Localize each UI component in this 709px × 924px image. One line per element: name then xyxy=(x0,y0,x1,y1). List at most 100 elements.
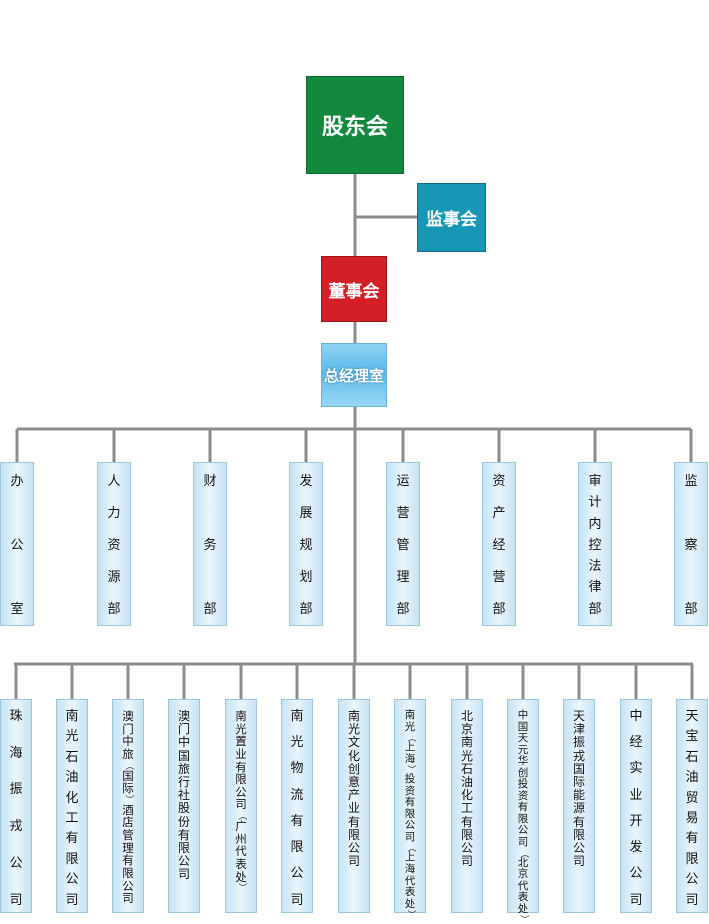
dept-label-char: 公 xyxy=(10,537,24,553)
supervisory-board-box: 监事会 xyxy=(417,183,486,252)
comp-label-char: ） xyxy=(405,765,416,775)
comp-label-char: 公 xyxy=(122,878,134,893)
comp-label-char: 代 xyxy=(404,874,416,887)
comp-label-char: 理 xyxy=(122,840,134,855)
comp-label-char: 司 xyxy=(235,797,247,812)
comp-box: 中经实业开发公司 xyxy=(620,699,652,913)
comp-label-char: 限 xyxy=(122,866,134,881)
comp-label-char: 创 xyxy=(347,761,360,776)
dept-label-char: 务 xyxy=(203,537,217,553)
comp-label-char: 代 xyxy=(517,879,529,892)
comp-label-char: 南 xyxy=(290,709,304,724)
comp-label-char: 业 xyxy=(235,746,247,761)
comp-label: 澳门中旅（国际）酒店管理有限公司 xyxy=(122,710,134,908)
dept-box: 人力资源部 xyxy=(97,462,131,626)
comp-label: 中国天元华创投资有限公司（北京代表处） xyxy=(517,709,529,924)
dept-label-char: 部 xyxy=(203,601,217,617)
comp-box: 澳门中旅（国际）酒店管理有限公司 xyxy=(112,699,144,913)
comp-label-char: 有 xyxy=(347,814,360,829)
comp-label-char: 化 xyxy=(347,748,360,763)
comp-label-char: ） xyxy=(518,915,529,924)
dept-label-char: 部 xyxy=(107,601,121,617)
dept-box: 办公室 xyxy=(0,462,34,626)
comp-label: 北京南光石油化工有限公司 xyxy=(460,709,473,908)
comp-label-char: （ xyxy=(405,843,416,853)
comp-label-char: 石 xyxy=(65,749,79,765)
comp-label-char: 光 xyxy=(235,721,247,736)
comp-label-char: 处 xyxy=(404,897,416,910)
comp-label-char: 油 xyxy=(65,770,79,786)
dept-label-char: 运 xyxy=(396,474,410,489)
comp-label-char: ） xyxy=(236,883,247,893)
comp-label-char: 限 xyxy=(235,772,247,787)
comp-label-char: 上 xyxy=(404,741,416,754)
dept-box: 监察部 xyxy=(674,462,708,626)
comp-label-char: 公 xyxy=(235,784,247,799)
dept-box: 财务部 xyxy=(193,462,227,626)
comp-label-char: 海 xyxy=(404,752,416,765)
comp-label-char: 南 xyxy=(404,709,416,721)
comp-label-char: 表 xyxy=(404,886,416,899)
dept-label: 发展规划部 xyxy=(299,474,313,617)
dept-label-char: 审 xyxy=(588,474,602,489)
comp-label-char: 司 xyxy=(404,830,416,843)
comp-box: 南光（上海）投资有限公司（上海代表处） xyxy=(394,699,426,919)
dept-label-char: 内 xyxy=(588,516,602,532)
comp-label-char: 光 xyxy=(460,748,473,763)
comp-label-char: 有 xyxy=(572,814,585,829)
comp-label-char: 南 xyxy=(65,709,79,724)
dept-label-char: 计 xyxy=(588,495,602,511)
board-of-directors-box: 董事会 xyxy=(321,256,387,322)
comp-label-char: 司 xyxy=(122,891,134,906)
comp-label-char: 澳 xyxy=(177,709,190,723)
shareholders-meeting-box: 股东会 xyxy=(306,76,404,174)
comp-label-char: 意 xyxy=(347,774,360,789)
comp-label-char: 置 xyxy=(235,734,247,749)
comp-label-char: 有 xyxy=(685,831,699,847)
dept-label-char: 部 xyxy=(492,601,506,617)
dept-label: 审计内控法律部 xyxy=(588,474,602,617)
comp-label-char: 海 xyxy=(404,863,416,876)
dept-label-char: 管 xyxy=(396,537,410,553)
comp-label-char: 公 xyxy=(572,840,585,855)
comp-label-char: 有 xyxy=(460,814,473,829)
dept-label-char: 产 xyxy=(492,505,506,521)
comp-label-char: 司 xyxy=(629,892,643,908)
comp-label-char: 有 xyxy=(235,759,247,774)
comp-label-char: 化 xyxy=(460,788,473,803)
comp-label-char: 司 xyxy=(517,836,529,849)
dept-label-char: 发 xyxy=(299,474,313,489)
comp-label-char: 油 xyxy=(460,774,473,789)
dept-label-char: 营 xyxy=(396,505,410,521)
comp-label-char: 公 xyxy=(65,872,79,888)
comp-label: 澳门中国旅行社股份有限公司 xyxy=(177,709,190,908)
supervisory-board-label: 监事会 xyxy=(426,210,477,230)
comp-label-char: 限 xyxy=(517,812,529,825)
comp-label-char: 京 xyxy=(460,722,473,737)
dept-label: 监察部 xyxy=(684,474,697,617)
comp-label-char: 限 xyxy=(460,827,473,842)
comp-label-char: 公 xyxy=(404,819,416,832)
dept-label-char: 室 xyxy=(10,601,24,617)
comp-label-char: ） xyxy=(405,910,416,920)
comp-label-char: 处 xyxy=(517,902,529,915)
comp-label-char: 有 xyxy=(177,827,190,842)
dept-box: 运营管理部 xyxy=(386,462,420,626)
comp-label-char: 南 xyxy=(347,709,360,723)
comp-label-char: 国 xyxy=(177,748,190,763)
comp-label-char: 有 xyxy=(122,853,134,868)
comp-label: 天津振戎国际能源有限公司 xyxy=(572,709,585,908)
comp-label-char: 资 xyxy=(404,784,416,797)
comp-label: 南光物流有限公司 xyxy=(290,709,304,908)
dept-label-char: 法 xyxy=(588,559,602,575)
comp-label-char: 代 xyxy=(235,844,247,859)
comp-label-char: 天 xyxy=(572,709,585,723)
comp-box: 南光文化创意产业有限公司 xyxy=(338,699,370,913)
comp-label-char: 司 xyxy=(460,854,473,869)
comp-label-char: 中 xyxy=(177,735,190,750)
comp-label-char: 社 xyxy=(177,788,190,803)
comp-label-char: 司 xyxy=(9,892,23,908)
comp-label-char: 司 xyxy=(572,854,585,869)
comp-label-char: 公 xyxy=(290,866,304,882)
dept-box: 发展规划部 xyxy=(289,462,323,626)
